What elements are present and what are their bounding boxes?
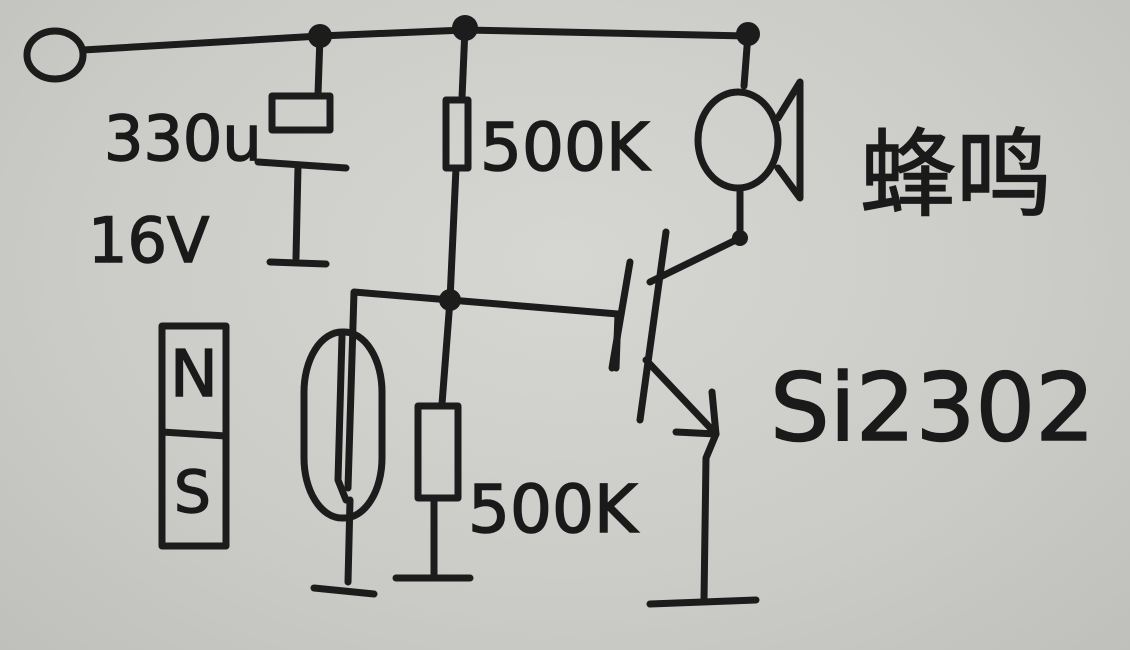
resistor-top-label: 500K	[480, 109, 651, 186]
magnet-north-label: N	[170, 338, 218, 412]
capacitor-value-label: 330u	[104, 102, 262, 175]
magnet-symbol: N S	[158, 322, 230, 550]
power-terminal	[23, 27, 87, 83]
base-wire	[446, 296, 622, 318]
resistor-bottom-label: 500K	[468, 471, 639, 548]
buzzer-label: 蜂鸣	[860, 119, 1052, 231]
buzzer-symbol	[694, 30, 804, 242]
resistor-bottom-symbol	[392, 296, 474, 582]
transistor-label: Si2302	[770, 354, 1095, 463]
top-rail-wire	[79, 26, 752, 54]
capacitor-symbol	[254, 32, 350, 268]
resistor-top-symbol	[442, 24, 472, 304]
transistor-symbol	[608, 228, 760, 608]
capacitor-voltage-label: 16V	[88, 204, 209, 277]
reed-switch-symbol	[300, 288, 454, 598]
magnet-south-label: S	[174, 458, 211, 526]
